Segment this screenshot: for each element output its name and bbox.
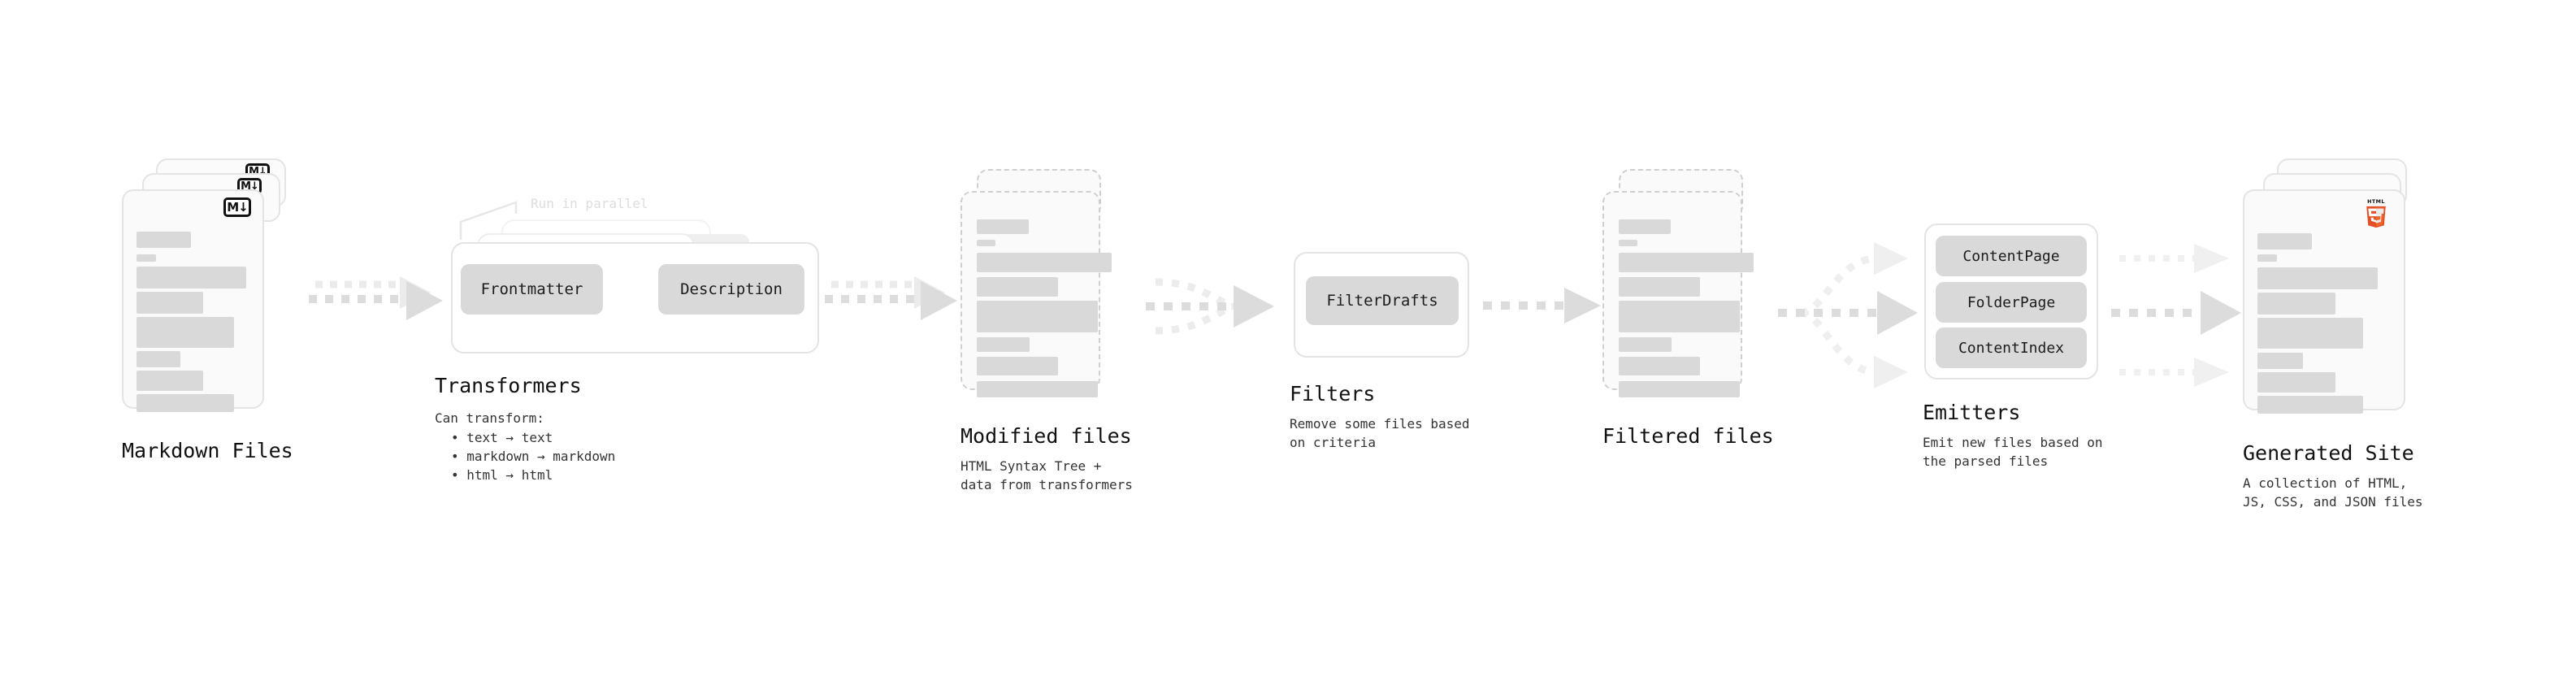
content-bar — [977, 219, 1029, 234]
content-bar — [137, 351, 180, 367]
content-bar — [1619, 381, 1740, 397]
stage-generated-site: CSS HTML Generated Site A collection of … — [2243, 158, 2438, 510]
content-bar — [137, 232, 191, 248]
content-bar — [977, 337, 1030, 352]
transformer-chip-description[interactable]: Description — [658, 264, 804, 314]
content-bar — [2257, 396, 2363, 414]
content-bar — [977, 277, 1058, 297]
transformers-bullet-2: • html → html — [451, 467, 553, 483]
content-bar — [1619, 219, 1671, 234]
connector-filters-to-filtered — [1483, 288, 1601, 323]
generated-site-subtitle: A collection of HTML, JS, CSS, and JSON … — [2243, 475, 2423, 510]
markdown-icon: M↓ — [223, 197, 251, 217]
transformers-bullet-1: • markdown → markdown — [451, 449, 616, 464]
content-bar — [2257, 318, 2363, 349]
connector-transformers-to-modified — [825, 276, 957, 320]
content-bar — [2257, 372, 2335, 393]
content-bar — [1619, 240, 1637, 246]
modified-file-stack — [961, 163, 1139, 431]
markdown-file-stack: M↓ M↓ M↓ — [122, 158, 317, 427]
stage-filtered-files: Filtered files — [1602, 163, 1781, 448]
stage-title-filters: Filters — [1290, 382, 1376, 406]
connector-md-to-transformers — [309, 276, 443, 320]
content-bar — [2257, 353, 2303, 369]
connector-filtered-to-emitters — [1778, 242, 1918, 388]
run-in-parallel-bracket — [459, 201, 518, 240]
modified-files-subtitle: HTML Syntax Tree + data from transformer… — [961, 458, 1133, 493]
stage-title-transformers: Transformers — [435, 374, 582, 397]
run-in-parallel-label: Run in parallel — [531, 196, 648, 211]
content-bar — [1619, 337, 1672, 352]
content-bar — [137, 394, 234, 412]
stage-title-generated-site: Generated Site — [2243, 441, 2414, 465]
content-bar — [2257, 293, 2335, 314]
content-bar — [977, 357, 1058, 375]
emitter-chip-folderpage[interactable]: FolderPage — [1936, 282, 2087, 323]
filter-chip-filterdrafts[interactable]: FilterDrafts — [1306, 276, 1459, 325]
connector-modified-to-filters — [1146, 278, 1274, 335]
filtered-file-stack — [1602, 163, 1781, 431]
stage-modified-files: Modified files HTML Syntax Tree + data f… — [961, 163, 1139, 492]
emitter-chip-contentindex[interactable]: ContentIndex — [1936, 327, 2087, 368]
transformers-bullet-0: • text → text — [451, 430, 553, 445]
svg-text:HTML: HTML — [2367, 199, 2385, 205]
content-bar — [137, 371, 203, 391]
content-bar — [977, 240, 995, 246]
content-bar — [977, 253, 1112, 272]
stage-markdown-files: M↓ M↓ M↓ Markdown Files — [122, 158, 317, 462]
generated-site-file-stack: CSS HTML — [2243, 158, 2438, 427]
stage-title-emitters: Emitters — [1923, 401, 2021, 424]
html5-icon: HTML — [2366, 199, 2386, 228]
transformers-subtitle: Can transform: — [435, 410, 544, 426]
connector-emitters-to-site — [2111, 244, 2241, 387]
content-bar — [1619, 301, 1740, 332]
content-bar — [2257, 233, 2312, 249]
content-bar — [1619, 277, 1700, 297]
emitters-subtitle: Emit new files based on the parsed files — [1923, 435, 2103, 470]
content-bar — [2257, 254, 2277, 262]
content-bar — [2257, 267, 2378, 289]
emitter-chip-contentpage[interactable]: ContentPage — [1936, 236, 2087, 276]
content-bar — [137, 254, 156, 262]
content-bar — [1619, 253, 1754, 272]
content-bar — [137, 292, 203, 314]
content-bar — [137, 267, 246, 288]
filters-subtitle: Remove some files based on criteria — [1290, 416, 1470, 451]
content-bar — [977, 301, 1098, 332]
stage-title-filtered-files: Filtered files — [1602, 424, 1774, 448]
stage-title-modified-files: Modified files — [961, 424, 1132, 448]
content-bar — [977, 381, 1098, 397]
stage-title-markdown-files: Markdown Files — [122, 439, 293, 462]
content-bar — [137, 317, 234, 348]
transformer-chip-frontmatter[interactable]: Frontmatter — [461, 264, 603, 314]
content-bar — [1619, 357, 1700, 375]
